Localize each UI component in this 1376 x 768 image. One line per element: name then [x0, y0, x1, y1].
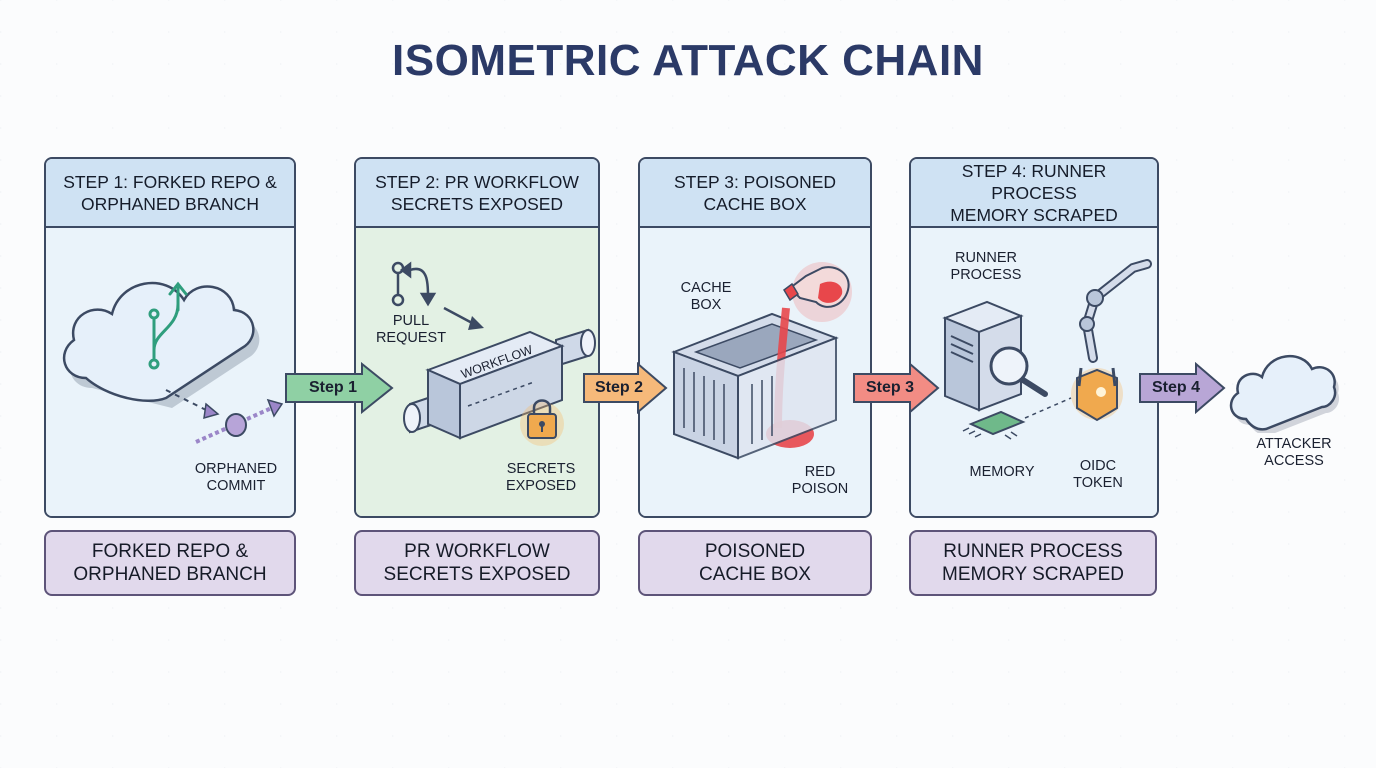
cache-box-illustration	[671, 262, 852, 460]
step-4-panel: STEP 4: RUNNER PROCESS MEMORY SCRAPED	[909, 157, 1159, 518]
step-1-header-line1: STEP 1: FORKED REPO &	[63, 171, 277, 192]
step-3-panel: STEP 3: POISONED CACHE BOX	[638, 157, 872, 518]
step-2-body: PULL REQUEST WORKFLOW SECRETS EXPOSED	[356, 228, 598, 516]
step-1-body: ORPHANED COMMIT	[46, 228, 294, 516]
runner-process-label: RUNNER PROCESS	[950, 250, 1022, 283]
orphaned-commit-icon	[195, 398, 284, 444]
step-3-header-line1: STEP 3: POISONED	[673, 171, 837, 192]
step-1-header: STEP 1: FORKED REPO & ORPHANED BRANCH	[46, 159, 294, 228]
magnifier-icon	[989, 346, 1048, 397]
secrets-exposed-label: SECRETS EXPOSED	[505, 461, 577, 494]
step-2-arrow: Step 2	[582, 362, 668, 414]
step-3-header: STEP 3: POISONED CACHE BOX	[640, 159, 870, 228]
step-1-arrow-label: Step 1	[308, 379, 357, 396]
server-icon	[942, 300, 1024, 412]
step-4-arrow-label: Step 4	[1151, 379, 1200, 396]
step-1-header-line2: ORPHANED BRANCH	[81, 193, 259, 214]
oidc-token-label: OIDC TOKEN	[1073, 458, 1123, 491]
workflow-illustration	[391, 261, 596, 446]
flask-icon	[783, 262, 852, 322]
step-1-arrow: Step 1	[284, 362, 394, 414]
memory-chip-icon	[962, 410, 1026, 440]
step-2-summary: PR WORKFLOW SECRETS EXPOSED	[354, 530, 600, 596]
step-4-header: STEP 4: RUNNER PROCESS MEMORY SCRAPED	[911, 159, 1157, 228]
step-3-arrow-label: Step 3	[865, 379, 914, 396]
attacker-access-label: ATTACKER ACCESS	[1256, 436, 1332, 469]
step-3-body: CACHE BOX RED POISON	[640, 228, 870, 516]
red-poison-label: RED POISON	[791, 464, 849, 497]
lock-icon	[520, 399, 564, 446]
step-2-header: STEP 2: PR WORKFLOW SECRETS EXPOSED	[356, 159, 598, 228]
step-4-header-line2: MEMORY SCRAPED	[950, 204, 1118, 225]
branch-icon	[148, 281, 188, 370]
runner-illustration	[942, 259, 1152, 440]
step-3-header-line2: CACHE BOX	[703, 193, 807, 214]
workflow-pipe	[403, 328, 596, 440]
step-2-arrow-label: Step 2	[594, 379, 643, 396]
step-3-arrow: Step 3	[852, 362, 940, 414]
step-4-header-line1: STEP 4: RUNNER PROCESS	[961, 160, 1107, 203]
pull-request-label: PULL REQUEST	[375, 313, 447, 346]
step-3-summary: POISONED CACHE BOX	[638, 530, 872, 596]
pull-request-icon	[391, 261, 437, 307]
page-title: ISOMETRIC ATTACK CHAIN	[392, 36, 984, 85]
robot-arm-icon	[1079, 259, 1152, 363]
step-2-header-line2: SECRETS EXPOSED	[390, 193, 564, 214]
cloud-icon	[62, 281, 260, 408]
step-2-panel: STEP 2: PR WORKFLOW SECRETS EXPOSED	[354, 157, 600, 518]
cache-box	[671, 307, 839, 460]
step-4-arrow: Step 4	[1138, 362, 1226, 414]
step-4-body: RUNNER PROCESS MEMORY OIDC TOKEN	[911, 228, 1157, 516]
step-2-header-line1: STEP 2: PR WORKFLOW	[375, 171, 579, 192]
cache-box-label: CACHE BOX	[680, 280, 732, 313]
oidc-token-icon	[1071, 367, 1123, 422]
step-1-summary: FORKED REPO & ORPHANED BRANCH	[44, 530, 296, 596]
memory-label: MEMORY	[969, 464, 1035, 480]
orphaned-commit-label: ORPHANED COMMIT	[194, 461, 278, 494]
attacker-cloud-icon	[1229, 355, 1339, 433]
step-4-summary: RUNNER PROCESS MEMORY SCRAPED	[909, 530, 1157, 596]
forked-repo-illustration	[62, 281, 284, 444]
step-1-panel: STEP 1: FORKED REPO & ORPHANED BRANCH	[44, 157, 296, 518]
